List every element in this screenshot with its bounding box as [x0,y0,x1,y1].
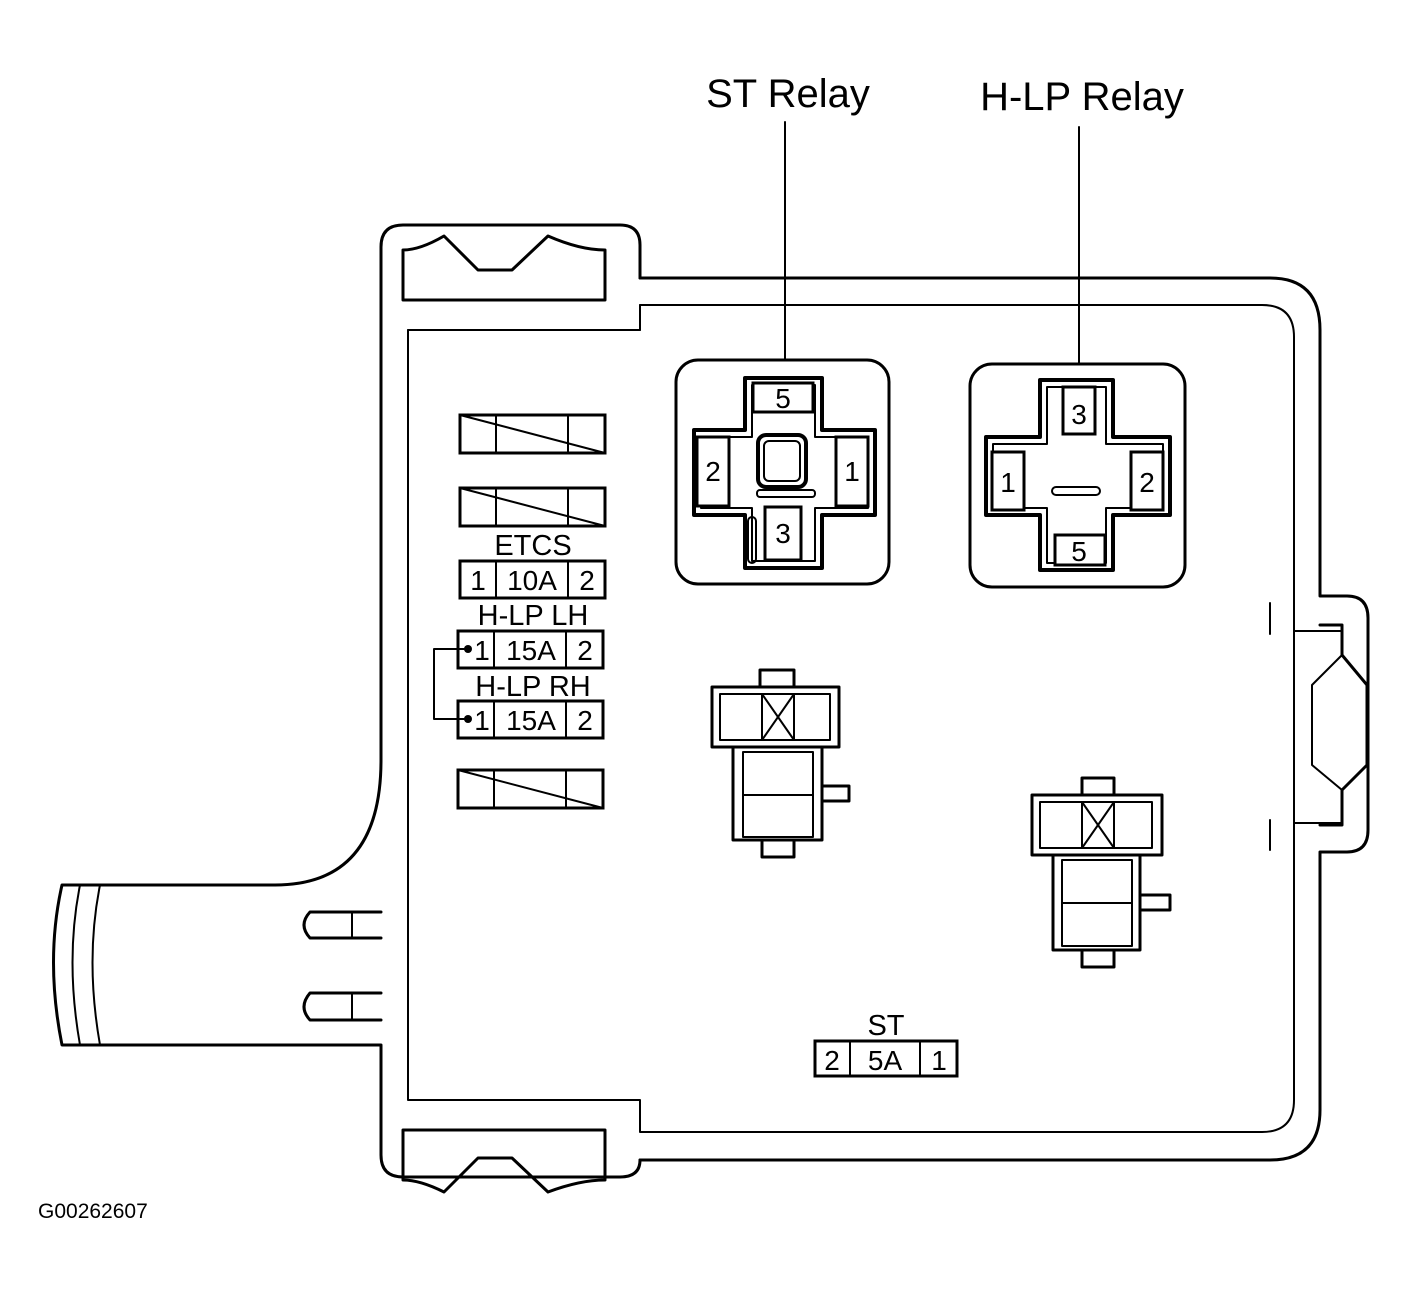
fuse-etcs-rating: 10A [507,565,557,596]
fuse-hlp-rh[interactable]: H-LP RH 1 15A 2 [456,671,605,740]
fuse-st-terminal-left: 2 [824,1045,840,1076]
hlp-relay-pin-right: 2 [1139,467,1155,498]
fuse-st[interactable]: ST 2 5A 1 [813,1010,959,1078]
st-relay-pin-right: 1 [844,456,860,487]
hlp-relay-pin-left: 1 [1000,467,1016,498]
fuse-hlp-lh-terminal-left: 1 [474,635,490,666]
spare-fuse-slot[interactable] [458,413,607,455]
fuse-etcs[interactable]: ETCS 1 10A 2 [458,530,607,600]
fuse-hlp-rh-rating: 15A [506,705,556,736]
fuse-hlp-rh-terminal-right: 2 [577,705,593,736]
fuse-hlp-rh-label: H-LP RH [475,671,591,703]
st-relay-pin-left: 2 [705,456,721,487]
spare-fuse-slot[interactable] [456,768,605,810]
hlp-relay-pin-top: 3 [1071,399,1087,430]
fuse-etcs-terminal-right: 2 [579,565,595,596]
fuse-hlp-lh-label: H-LP LH [478,600,589,632]
hlp-relay-socket[interactable]: 3 1 2 5 [968,362,1187,589]
figure-id: G00262607 [38,1200,148,1223]
st-relay-socket[interactable]: 5 2 1 3 [674,358,891,586]
hlp-relay-callout: H-LP Relay [980,75,1184,119]
st-relay-pin-bottom: 3 [775,518,791,549]
connector-right[interactable] [1030,776,1172,969]
spare-fuse-slot[interactable] [458,486,607,528]
fuse-st-terminal-right: 1 [931,1045,947,1076]
connector-left[interactable] [710,668,851,859]
fuse-st-rating: 5A [868,1045,903,1076]
fuse-etcs-label: ETCS [494,530,571,562]
fuse-hlp-lh-rating: 15A [506,635,556,666]
fuse-hlp-rh-terminal-left: 1 [474,705,490,736]
fuse-hlp-lh-terminal-right: 2 [577,635,593,666]
fuse-box-housing [52,223,1370,1194]
hlp-relay-pin-bottom: 5 [1071,536,1087,567]
headlamp-fuse-jumper [433,648,469,720]
fuse-hlp-lh[interactable]: H-LP LH 1 15A 2 [456,600,605,670]
st-relay-pin-top: 5 [775,383,791,414]
fuse-st-label: ST [867,1010,904,1042]
fuse-etcs-terminal-left: 1 [470,565,486,596]
st-relay-callout: ST Relay [706,72,870,116]
